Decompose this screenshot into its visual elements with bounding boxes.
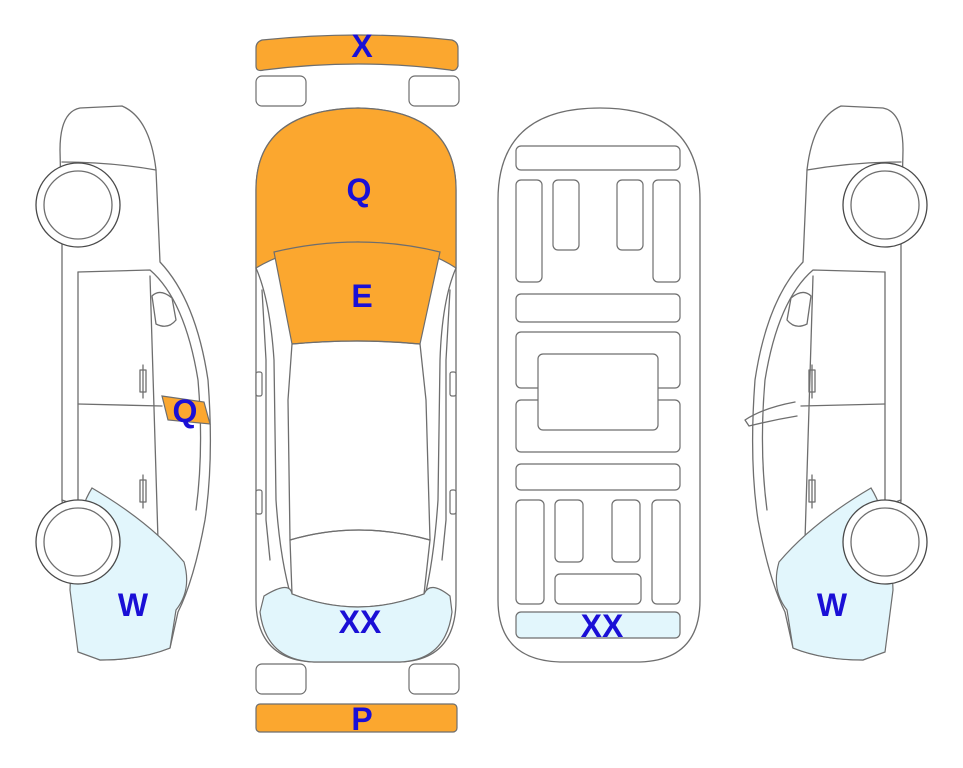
top-view-left-rail <box>261 289 271 561</box>
right-front-wheel-rim <box>850 170 920 240</box>
label-windshield: E <box>351 278 372 314</box>
underbody-rear-left-rail <box>515 499 545 605</box>
left-side-view <box>35 105 212 661</box>
right-rear-wheel-rim <box>850 507 920 577</box>
rear-right-taillight <box>408 663 460 695</box>
underbody-view <box>497 107 701 663</box>
top-view-left-handle <box>255 489 263 515</box>
left-side-mirror <box>151 291 177 327</box>
label-front-bumper: X <box>351 28 373 64</box>
rear-top-area <box>259 586 453 663</box>
right-side-window-line <box>761 269 886 511</box>
top-view-left-mirror <box>255 371 263 397</box>
left-rear-wheel-rim <box>43 507 113 577</box>
left-front-wheel-rim <box>43 170 113 240</box>
label-left-rear-quarter: W <box>118 587 149 623</box>
front-right-headlight <box>408 75 460 107</box>
label-underbody-rear: XX <box>581 608 624 644</box>
top-view-left-pillar <box>255 267 293 601</box>
underbody-rear-tank <box>554 573 642 605</box>
label-right-rear-quarter: W <box>817 587 848 623</box>
right-side-mirror <box>786 291 812 327</box>
right-side-view <box>744 105 928 661</box>
right-side-spoiler <box>744 401 798 427</box>
top-view-right-handle <box>449 489 457 515</box>
underbody-front-left-inner <box>552 179 580 251</box>
left-side-window-line <box>77 269 202 511</box>
front-left-headlight <box>255 75 307 107</box>
right-side-roof-line <box>806 161 902 171</box>
underbody-front-right-rail <box>652 179 681 283</box>
top-view <box>255 34 460 733</box>
front-bumper <box>255 34 459 72</box>
top-view-right-pillar <box>423 267 457 601</box>
underbody-front-bar <box>515 145 681 171</box>
rear-bumper <box>255 703 458 733</box>
left-front-wheel <box>35 162 121 248</box>
underbody-rear-left-inner <box>554 499 584 563</box>
underbody-front-left-rail <box>515 179 543 283</box>
label-hood: Q <box>347 172 372 208</box>
label-rear-bumper: P <box>351 701 372 737</box>
underbody-center-panel <box>537 353 659 431</box>
underbody-rear-right-inner <box>611 499 641 563</box>
left-side-roof-line <box>61 161 157 171</box>
right-side-handle-upper <box>808 364 816 399</box>
label-rear-top: XX <box>339 604 382 640</box>
left-side-door-mid <box>77 275 163 541</box>
right-side-handle-lower <box>808 474 816 509</box>
left-side-handle-lower <box>139 474 147 509</box>
underbody-cross-member-front <box>515 293 681 323</box>
right-rear-wheel <box>842 499 928 585</box>
underbody-cross-member-rear <box>515 463 681 491</box>
rear-left-taillight <box>255 663 307 695</box>
label-left-door: Q <box>173 393 198 429</box>
top-view-right-mirror <box>449 371 457 397</box>
left-side-handle-upper <box>139 364 147 399</box>
underbody-front-right-inner <box>616 179 644 251</box>
right-front-wheel <box>842 162 928 248</box>
underbody-rear-bar <box>515 611 681 639</box>
damage-labels: X Q E Q W XX XX W P <box>118 28 848 737</box>
left-side-door-panel <box>161 395 211 425</box>
top-view-right-rail <box>441 289 451 561</box>
right-side-door-mid <box>800 275 886 541</box>
left-rear-wheel <box>35 499 121 585</box>
underbody-rear-right-rail <box>651 499 681 605</box>
